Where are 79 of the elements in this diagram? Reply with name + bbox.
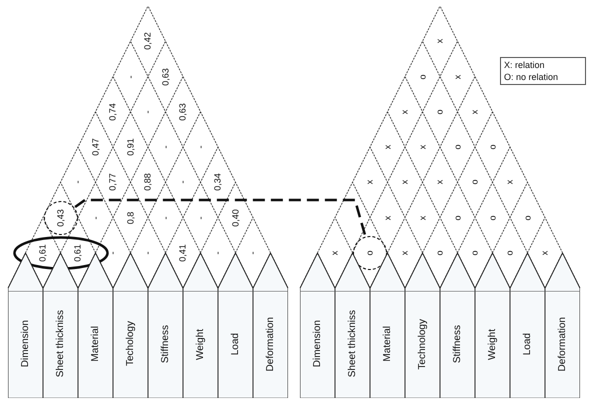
column-label: Weight [196,328,206,360]
cell-value: - [74,180,82,184]
cell-value: x [453,74,462,79]
cell-value: - [161,216,170,219]
highlight-circle [42,200,78,236]
column-label: Stiffness [160,324,170,364]
cell-value: x [330,250,340,255]
cell-value: 0,91 [126,138,135,156]
cell-value: - [248,251,258,254]
cell-value: x [400,250,410,255]
cell-value: x [470,110,480,114]
cell-value: - [161,146,170,148]
cell-value: 0,74 [108,102,118,121]
column-label: Material [90,326,100,362]
cell-value: x [540,250,550,255]
cell-value: - [108,251,118,254]
cell-value: 0,34 [214,173,222,192]
cell-value: o [506,250,514,256]
cell-value: x [366,180,374,184]
cell-value: o [488,215,497,220]
column-label: Dimension [20,320,30,368]
cell-value: 0,77 [108,173,118,192]
cell-value: - [126,75,135,78]
cell-value: 0,47 [91,138,100,156]
cell-value: 0,61 [38,244,48,262]
cell-value: o [453,144,462,150]
cell-value: 0,41 [178,244,188,262]
cell-value: x [436,180,444,184]
cell-value: o [436,250,444,256]
column-label: Dimension [312,320,322,368]
cell-value: 0,63 [161,68,170,86]
cell-value: o [453,215,462,220]
cell-value: 0,61 [74,244,82,262]
column-header [253,252,288,398]
column-header [113,252,148,398]
cell-value: x [400,110,410,114]
cell-value: 0,63 [178,102,188,121]
cell-value: 0,40 [231,208,240,226]
cell-value: x [418,215,427,220]
cell-value: x [506,180,514,184]
cell-value: 0,43 [56,208,65,226]
cell-value: o [366,250,374,256]
column-label: Stiffness [452,324,462,364]
column-label: Load [522,332,532,356]
cell-value: x [383,215,392,220]
cell-value: o [488,144,497,150]
cell-value: x [383,144,392,150]
cell-value: o [470,180,480,185]
highlight-circle [352,234,388,271]
legend-entry: X: relation [504,59,545,71]
cell-value: x [418,144,427,150]
cell-value: x [400,180,410,184]
cell-value: - [196,146,205,148]
cell-value: 0,88 [144,173,152,192]
cell-value: - [144,110,152,114]
cell-value: - [214,251,222,254]
cell-value: - [178,180,188,184]
column-label: Material [382,326,392,362]
column-label: Load [230,332,240,356]
cell-value: o [470,250,480,256]
column-label: Technology [418,318,428,370]
column-label: Deformation [266,316,276,372]
column-label: Deformation [558,316,568,372]
cell-value: - [91,216,100,219]
column-label: Techology [126,321,136,367]
cell-value: o [418,74,427,79]
column-label: Weight [488,328,498,360]
dashed-connector [74,198,366,236]
column-label: Sheet thickniss [56,310,66,378]
cell-value: o [523,215,532,220]
cell-value: 0,42 [144,32,152,50]
cell-value: 0,8 [126,211,135,224]
legend-entry: O: no relation [504,71,558,83]
cell-value: x [436,39,444,44]
cell-value: - [144,251,152,254]
column-header [218,252,253,398]
column-label: Sheet thickniss [348,310,358,378]
cell-value: o [436,109,444,114]
cell-value: - [196,216,205,219]
